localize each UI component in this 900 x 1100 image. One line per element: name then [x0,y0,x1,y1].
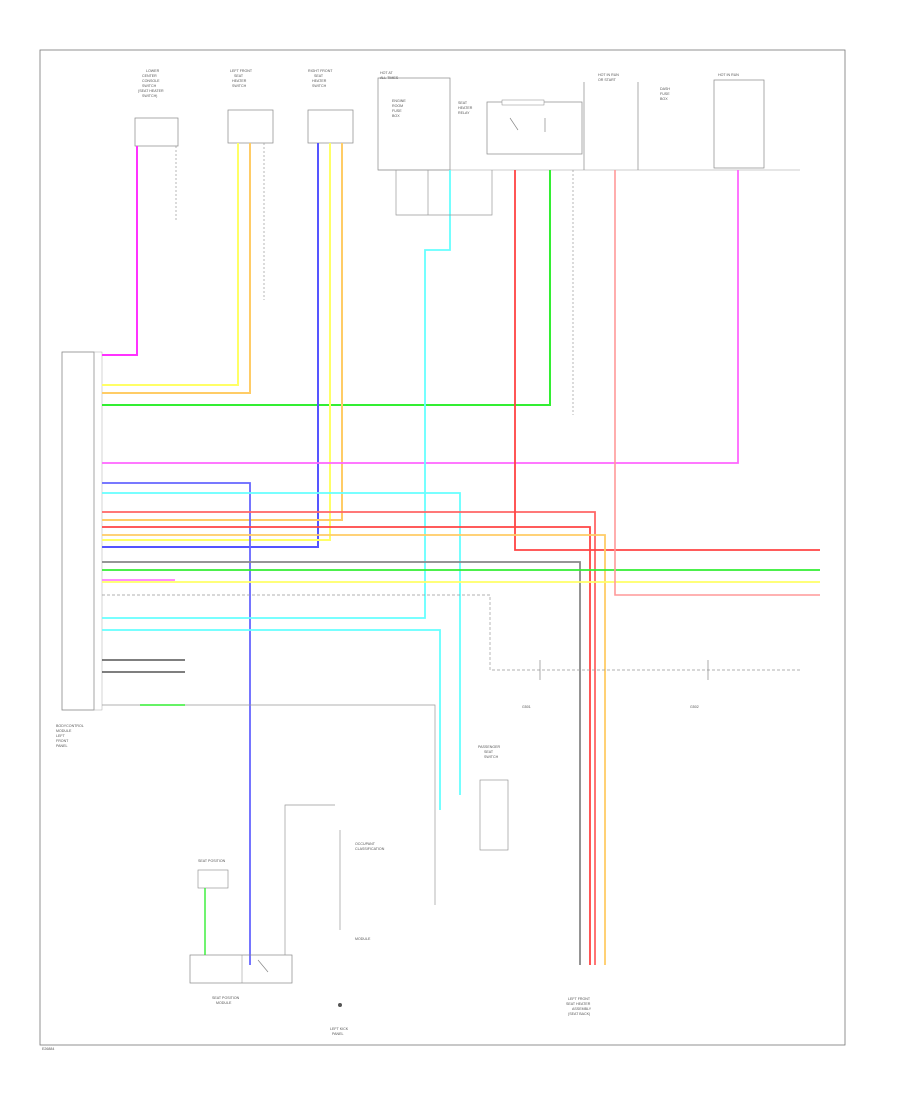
svg-text:SWITCH: SWITCH [232,84,247,88]
svg-text:ROOM: ROOM [392,104,403,108]
red-wire-right [514,170,820,551]
engine-room-fuse-box: HOT AT ALL TIMES ENGINE ROOM FUSE BOX [377,71,451,171]
svg-text:SWITCH: SWITCH [142,84,157,88]
svg-text:BODYCONTROL: BODYCONTROL [56,724,84,728]
green-wire-main [102,170,551,406]
svg-text:SEAT: SEAT [314,74,324,78]
svg-text:G501: G501 [522,705,531,709]
svg-text:RIGHT FRONT: RIGHT FRONT [308,69,333,73]
svg-text:LEFT FRONT: LEFT FRONT [230,69,253,73]
orange-wire-long [102,534,606,965]
seat-position-module: SEAT POSITION SEAT POSITION MODULE [189,859,293,1005]
svg-text:CONSOLE: CONSOLE [142,79,160,83]
red-wire-1 [102,511,596,965]
svg-text:LEFT FRONT: LEFT FRONT [568,997,591,1001]
right-front-seat-heater-switch: RIGHT FRONT SEAT HEATER SWITCH [307,69,354,144]
passenger-seat-switch: PASSENGER SEAT SWITCH [478,745,509,851]
svg-text:MODULE: MODULE [355,937,371,941]
hot-in-run-fuse: HOT IN RUN [713,73,765,169]
svg-text:FUSE: FUSE [660,92,670,96]
left-front-seat-heater: LEFT FRONT SEAT HEATER ASSEMBLY (SEAT BA… [566,997,592,1016]
svg-text:CLASSIFICATION: CLASSIFICATION [355,847,385,851]
pink-wire-long [102,170,739,464]
svg-text:SEAT: SEAT [484,750,494,754]
svg-text:BOX: BOX [392,114,400,118]
svg-text:RELAY: RELAY [458,111,470,115]
seat-heater-relay: SEAT HEATER RELAY [458,99,583,155]
svg-text:SEAT POSITION: SEAT POSITION [212,996,240,1000]
red-wire-main [102,526,591,965]
svg-text:MODULE: MODULE [216,1001,232,1005]
center-console-switch: LOWER CENTER CONSOLE SWITCH (SEAT HEATER… [134,69,179,147]
svg-text:ENGINE: ENGINE [392,99,406,103]
svg-text:(SEAT HEATER: (SEAT HEATER [138,89,164,93]
svg-text:HEATER: HEATER [232,79,247,83]
svg-text:HEATER: HEATER [458,106,473,110]
yellow-wire-lf [102,143,239,386]
svg-text:FRONT: FRONT [56,739,69,743]
svg-text:LEFT KICK: LEFT KICK [330,1027,349,1031]
svg-text:CENTER: CENTER [142,74,157,78]
pink-wire-console [102,146,138,356]
svg-text:OCCUPANT: OCCUPANT [355,842,376,846]
gray-ground-1 [102,594,800,671]
svg-text:LOWER: LOWER [146,69,160,73]
svg-text:PANEL: PANEL [332,1032,344,1036]
left-front-seat-heater-switch: LEFT FRONT SEAT HEATER SWITCH [227,69,274,144]
dash-fuse-box: HOT IN RUN OR START DASH FUSE BOX [583,73,670,170]
svg-text:ASSEMBLY: ASSEMBLY [572,1007,592,1011]
occupant-classification: OCCUPANT CLASSIFICATION MODULE LEFT KICK… [330,830,385,1036]
yellow-wire-rf [102,143,331,541]
ground-g502: G502 [690,660,709,709]
svg-text:LEFT: LEFT [56,734,66,738]
orange-wire-lf [102,143,251,394]
footer-code: E26884 [42,1047,54,1051]
gray-ground-2 [102,704,436,905]
svg-text:OR START: OR START [598,78,617,82]
svg-text:PASSENGER: PASSENGER [478,745,501,749]
light-red-wire-right [614,170,820,596]
svg-text:SEAT POSITION: SEAT POSITION [198,859,226,863]
gray-wire-long [102,561,581,965]
svg-text:SWITCH): SWITCH) [142,94,157,98]
svg-text:HOT IN RUN: HOT IN RUN [718,73,739,77]
svg-text:HEATER: HEATER [312,79,327,83]
diagram-frame [39,49,846,1046]
svg-text:DASH: DASH [660,87,670,91]
gray-relay-conn [395,170,493,216]
svg-text:HOT IN RUN: HOT IN RUN [598,73,619,77]
svg-text:SEAT HEATER: SEAT HEATER [566,1002,591,1006]
svg-text:MODULE: MODULE [56,729,72,733]
svg-text:ALL TIMES: ALL TIMES [380,76,399,80]
svg-text:SEAT: SEAT [458,101,468,105]
svg-text:BOX: BOX [660,97,668,101]
svg-text:HOT AT: HOT AT [380,71,393,75]
svg-text:SWITCH: SWITCH [484,755,499,759]
blue-wire-rf [102,143,319,548]
svg-text:SEAT: SEAT [234,74,244,78]
svg-text:SWITCH: SWITCH [312,84,327,88]
svg-text:PANEL: PANEL [56,744,68,748]
svg-text:FUSE: FUSE [392,109,402,113]
cyan-wire-2 [102,170,451,619]
ground-g501: G501 [522,660,541,709]
gray-lower-wire [284,804,335,955]
body-control-module: BODYCONTROL MODULE LEFT FRONT PANEL [56,351,103,748]
cyan-wire-1 [102,492,461,795]
orange-wire-rf [102,143,343,521]
blue-wire-lower [102,482,251,965]
svg-text:G502: G502 [690,705,699,709]
svg-text:(SEAT BACK): (SEAT BACK) [568,1012,590,1016]
cyan-wire-3 [102,629,441,810]
